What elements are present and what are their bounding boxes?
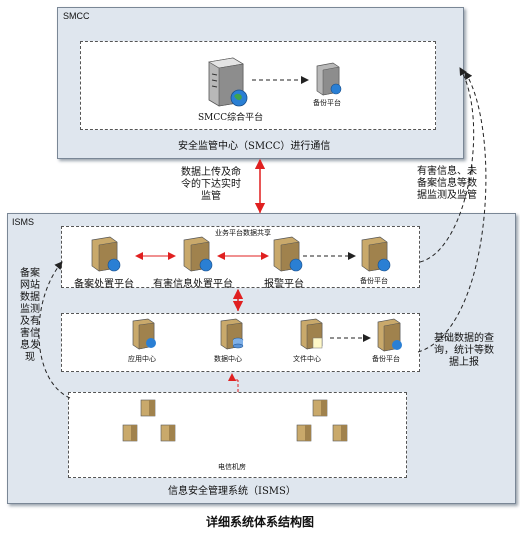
platform-backup-label: 备份平台 — [360, 277, 388, 285]
machine-room-label: 电信机房 — [218, 463, 246, 471]
smcc-main-label: SMCC综合平台 — [198, 113, 264, 123]
smcc-inner-box — [80, 41, 436, 130]
figure-caption: 详细系统体系结构图 — [205, 515, 314, 529]
report-note: 有害信息、未 备案信息等数 据监测及监管 — [417, 166, 477, 201]
platform-box — [61, 226, 420, 288]
smcc-backup-server — [313, 62, 343, 96]
server-icon — [160, 424, 176, 442]
server-icon — [296, 424, 312, 442]
server-icon — [316, 62, 342, 96]
smcc-backup-label: 备份平台 — [313, 99, 341, 107]
document-icon — [300, 318, 323, 350]
platform-server-1 — [88, 236, 122, 272]
smcc-center-label: 安全监管中心（SMCC）进行通信 — [178, 141, 331, 152]
right-note: 基础数据的查 询，统计等数 据上报 — [434, 333, 494, 368]
data-center-server — [218, 318, 246, 350]
center-backup-server — [374, 318, 404, 352]
smcc-section-label: SMCC — [63, 11, 90, 21]
server-icon — [332, 424, 348, 442]
server-icon — [208, 57, 248, 107]
center-backup-label: 备份平台 — [372, 355, 400, 363]
left-note: 备案 网站 数据 监测 及有 害信 息发 现 — [20, 268, 40, 363]
server-icon — [132, 318, 156, 350]
server-icon — [273, 236, 303, 272]
platform-server-2 — [180, 236, 214, 272]
server-icon — [140, 399, 156, 417]
app-center-server — [130, 318, 158, 350]
app-center-label: 应用中心 — [128, 355, 156, 363]
upload-note: 数据上传及命 令的下达实时 监管 — [181, 167, 241, 202]
file-center-label: 文件中心 — [293, 355, 321, 363]
platform-label-2: 有害信息处置平台 — [153, 279, 233, 290]
server-icon — [377, 318, 402, 352]
share-label: 业务平台数据共享 — [215, 229, 271, 237]
data-center-label: 数据中心 — [214, 355, 242, 363]
platform-server-3 — [270, 236, 304, 272]
isms-system-label: 信息安全管理系统（ISMS） — [168, 486, 296, 497]
server-icon — [361, 236, 391, 272]
file-center-server — [298, 318, 326, 350]
isms-section-label: ISMS — [12, 217, 35, 227]
smcc-main-server — [203, 56, 249, 108]
server-icon — [91, 236, 121, 272]
platform-backup-server — [358, 236, 392, 272]
platform-label-3: 报警平台 — [264, 279, 304, 290]
platform-label-1: 备案处置平台 — [74, 279, 134, 290]
server-icon — [122, 424, 138, 442]
server-icon — [312, 399, 328, 417]
database-icon — [220, 318, 244, 350]
server-icon — [183, 236, 213, 272]
